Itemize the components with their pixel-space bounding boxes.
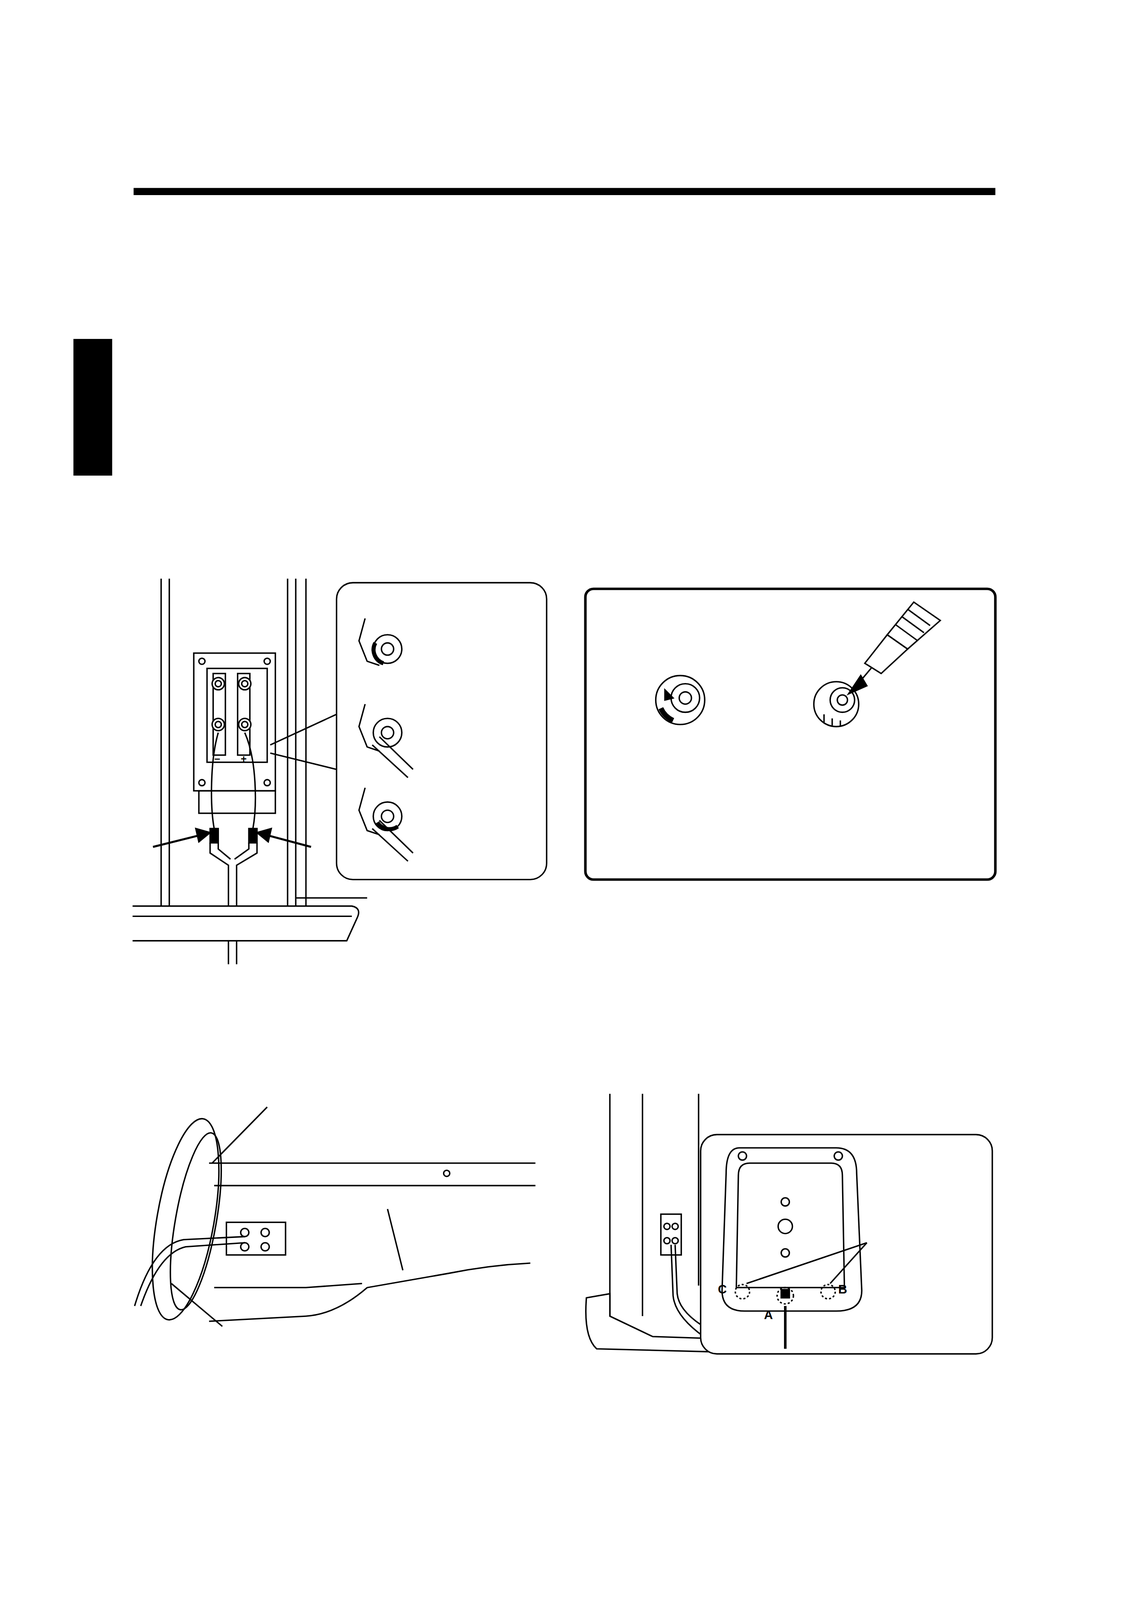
point-letter: B	[838, 1282, 848, 1296]
terminal-sign: −	[214, 753, 221, 764]
point-letter: A	[763, 1308, 773, 1321]
point-letter: C	[717, 1282, 727, 1296]
terminal-sign: +	[240, 753, 247, 764]
